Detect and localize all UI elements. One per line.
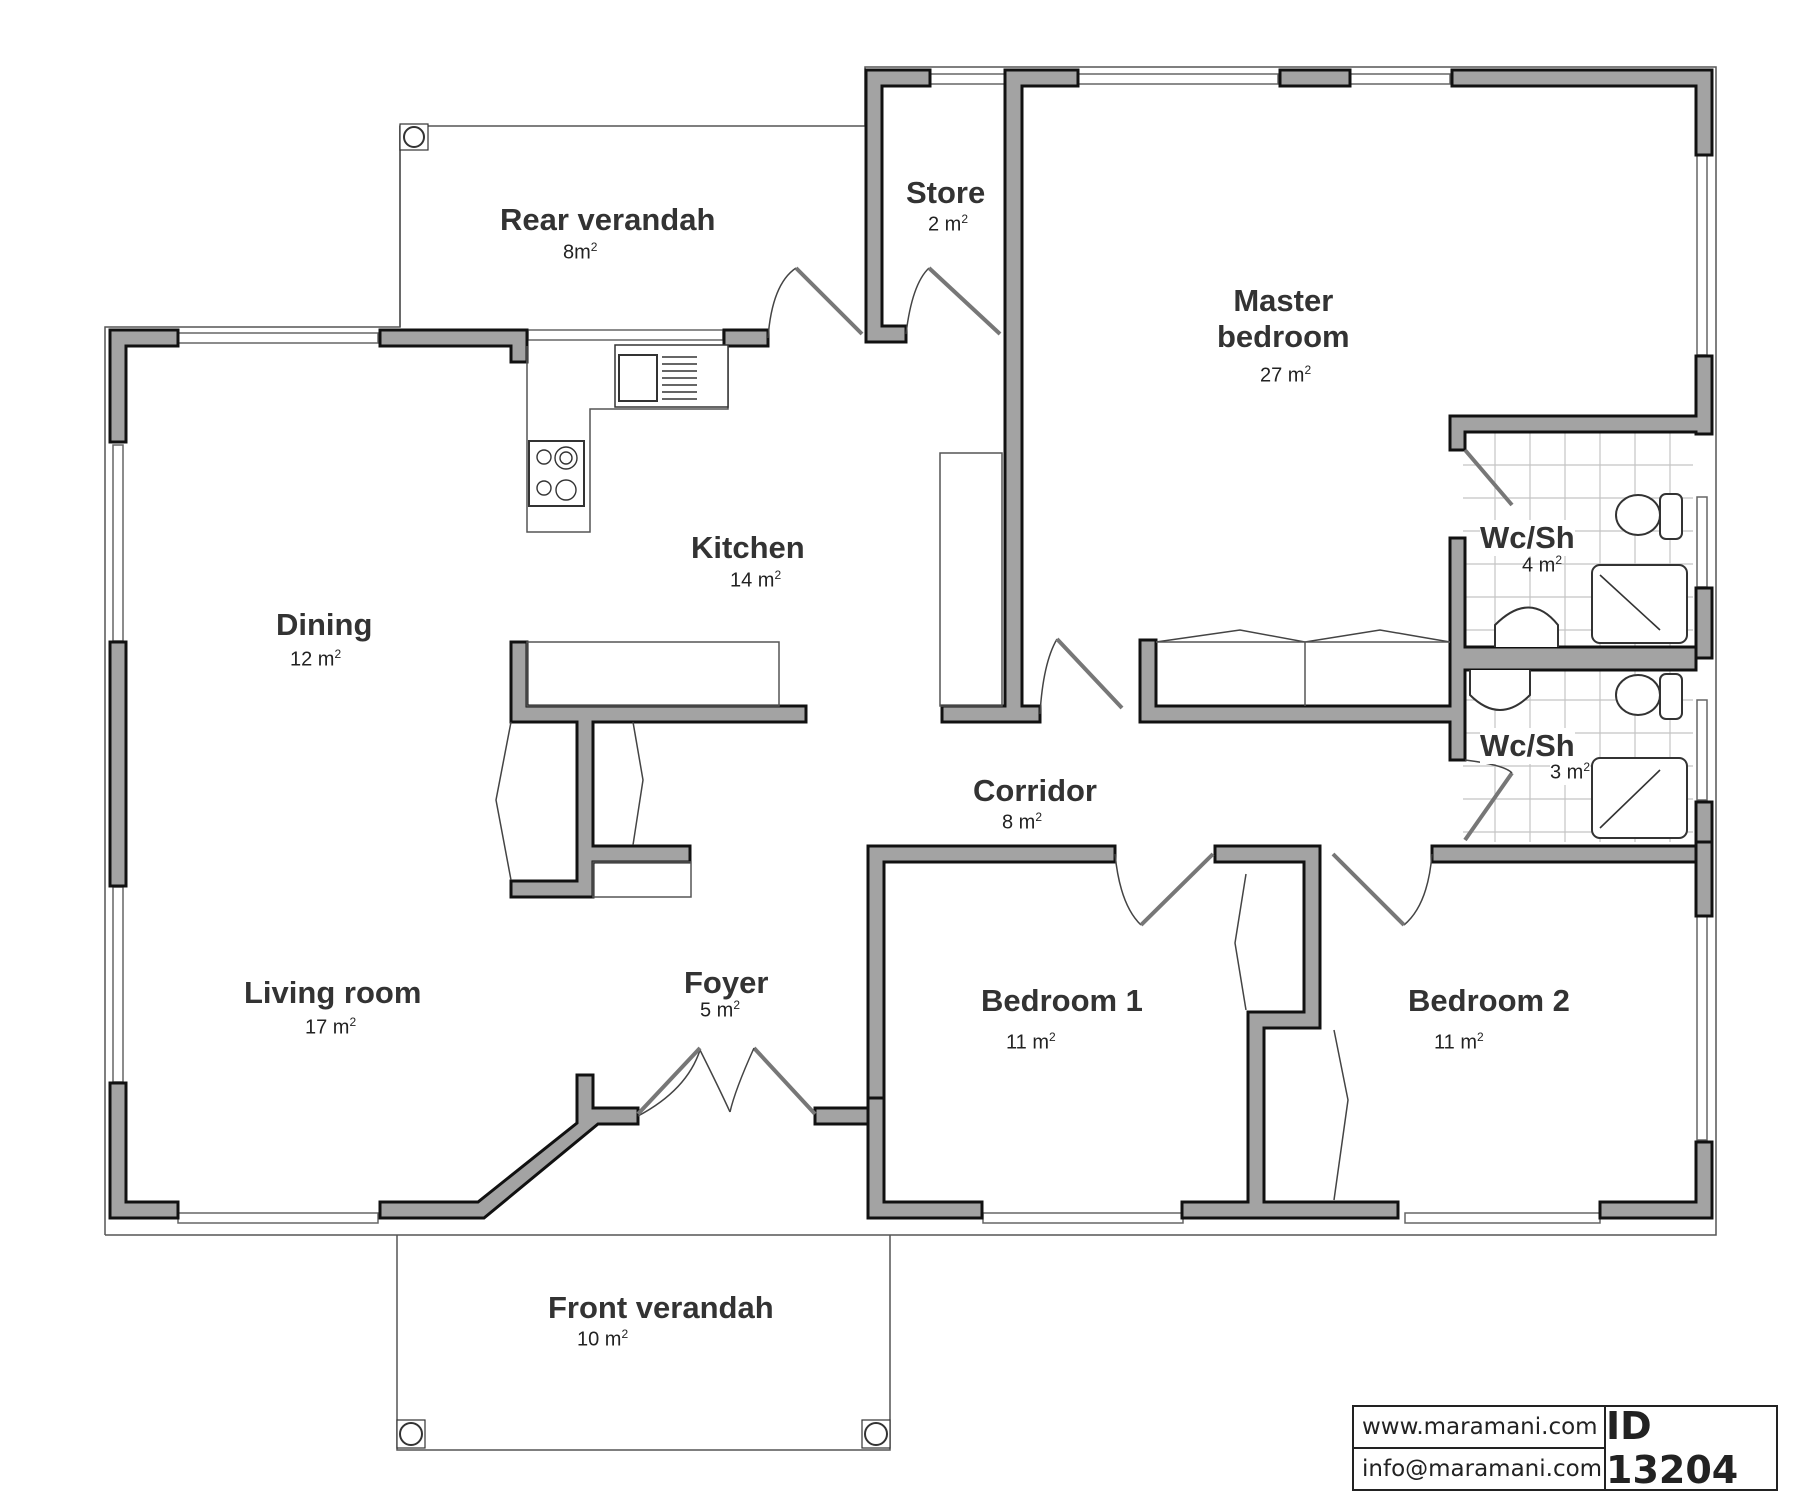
bathroom-fixtures — [1469, 493, 1688, 839]
basin-icon — [1494, 606, 1559, 647]
column-icon — [864, 1422, 888, 1446]
area-value: 8 m — [1002, 811, 1036, 834]
title-block: www.maramani.com info@maramani.com ID 13… — [1352, 1404, 1778, 1492]
area-superscript: 2 — [621, 1327, 629, 1341]
rear-verandah-outline — [399, 123, 429, 151]
area-value: 5 m — [700, 999, 734, 1022]
room-label-dining: Dining — [276, 607, 373, 642]
room-area-bedroom-2: 11 m2 — [1434, 1030, 1484, 1055]
shower-icon — [1591, 564, 1688, 644]
room-name-line: Master — [1233, 283, 1334, 318]
sink-icon — [618, 354, 658, 402]
room-area-foyer: 5 m2 — [700, 998, 740, 1023]
room-label-master-bedroom: Master bedroom — [1217, 283, 1350, 354]
area-value: 12 m — [290, 648, 335, 671]
basin-icon — [1469, 670, 1531, 711]
area-value: 4 m — [1522, 554, 1556, 577]
front-verandah-outline — [396, 1235, 891, 1451]
area-superscript: 2 — [1035, 810, 1043, 824]
room-label-wc-sh-1: Wc/Sh — [1480, 520, 1575, 556]
column-icon — [403, 126, 425, 148]
area-superscript: 2 — [349, 1015, 357, 1029]
room-label-bedroom-2: Bedroom 2 — [1408, 983, 1570, 1018]
room-area-dining: 12 m2 — [290, 647, 341, 672]
kitchen-counter — [526, 344, 729, 533]
area-superscript: 2 — [1304, 363, 1312, 377]
area-superscript: 2 — [1048, 1030, 1056, 1044]
toilet-icon — [1615, 674, 1661, 716]
walls — [108, 68, 1714, 1220]
column-icon — [399, 1422, 423, 1446]
plan-id: ID 13204 — [1606, 1404, 1739, 1492]
area-superscript: 2 — [334, 647, 342, 661]
room-area-kitchen: 14 m2 — [730, 568, 781, 593]
area-value: 10 m — [577, 1328, 622, 1351]
room-label-wc-sh-2: Wc/Sh — [1480, 728, 1575, 764]
area-superscript: 2 — [733, 998, 741, 1012]
area-superscript: 2 — [1555, 553, 1563, 567]
area-value: 14 m — [730, 569, 775, 592]
area-value: 2 m — [928, 213, 962, 236]
room-area-wc-sh-2: 3 m2 — [1550, 760, 1591, 785]
room-label-corridor: Corridor — [973, 773, 1097, 808]
shower-icon — [1591, 757, 1688, 839]
area-value: 11 m — [1006, 1031, 1049, 1054]
room-area-bedroom-1: 11 m2 — [1006, 1030, 1056, 1055]
area-superscript: 2 — [590, 240, 598, 254]
room-area-wc-sh-1: 4 m2 — [1522, 553, 1562, 578]
room-label-front-verandah: Front verandah — [548, 1290, 774, 1325]
area-value: 8m — [563, 241, 591, 264]
room-area-front-verandah: 10 m2 — [577, 1327, 628, 1352]
room-label-kitchen: Kitchen — [691, 530, 805, 565]
room-label-rear-verandah: Rear verandah — [500, 202, 716, 237]
area-superscript: 2 — [961, 212, 969, 226]
room-label-bedroom-1: Bedroom 1 — [981, 983, 1143, 1018]
area-value: 27 m — [1260, 364, 1305, 387]
area-superscript: 2 — [774, 568, 782, 582]
area-value: 3 m — [1550, 761, 1584, 784]
room-name-line: bedroom — [1217, 318, 1350, 354]
room-label-foyer: Foyer — [684, 965, 769, 1000]
toilet-icon — [1615, 494, 1661, 536]
room-area-store: 2 m2 — [928, 212, 968, 237]
title-block-contacts: www.maramani.com info@maramani.com — [1354, 1407, 1606, 1489]
room-area-master-bedroom: 27 m2 — [1260, 363, 1311, 388]
island-cabinets — [495, 452, 1003, 898]
website-link[interactable]: www.maramani.com — [1354, 1407, 1604, 1449]
room-area-living-room: 17 m2 — [305, 1015, 356, 1040]
area-superscript: 2 — [1583, 760, 1591, 774]
area-superscript: 2 — [1476, 1030, 1484, 1044]
room-area-corridor: 8 m2 — [1002, 810, 1042, 835]
area-value: 11 m — [1434, 1031, 1477, 1054]
room-label-living-room: Living room — [244, 975, 422, 1010]
stove-icon — [528, 440, 585, 507]
area-value: 17 m — [305, 1016, 350, 1039]
room-area-rear-verandah: 8m2 — [563, 240, 597, 265]
doors — [636, 266, 1514, 1201]
room-label-store: Store — [906, 175, 986, 210]
email-link[interactable]: info@maramani.com — [1362, 1456, 1603, 1482]
